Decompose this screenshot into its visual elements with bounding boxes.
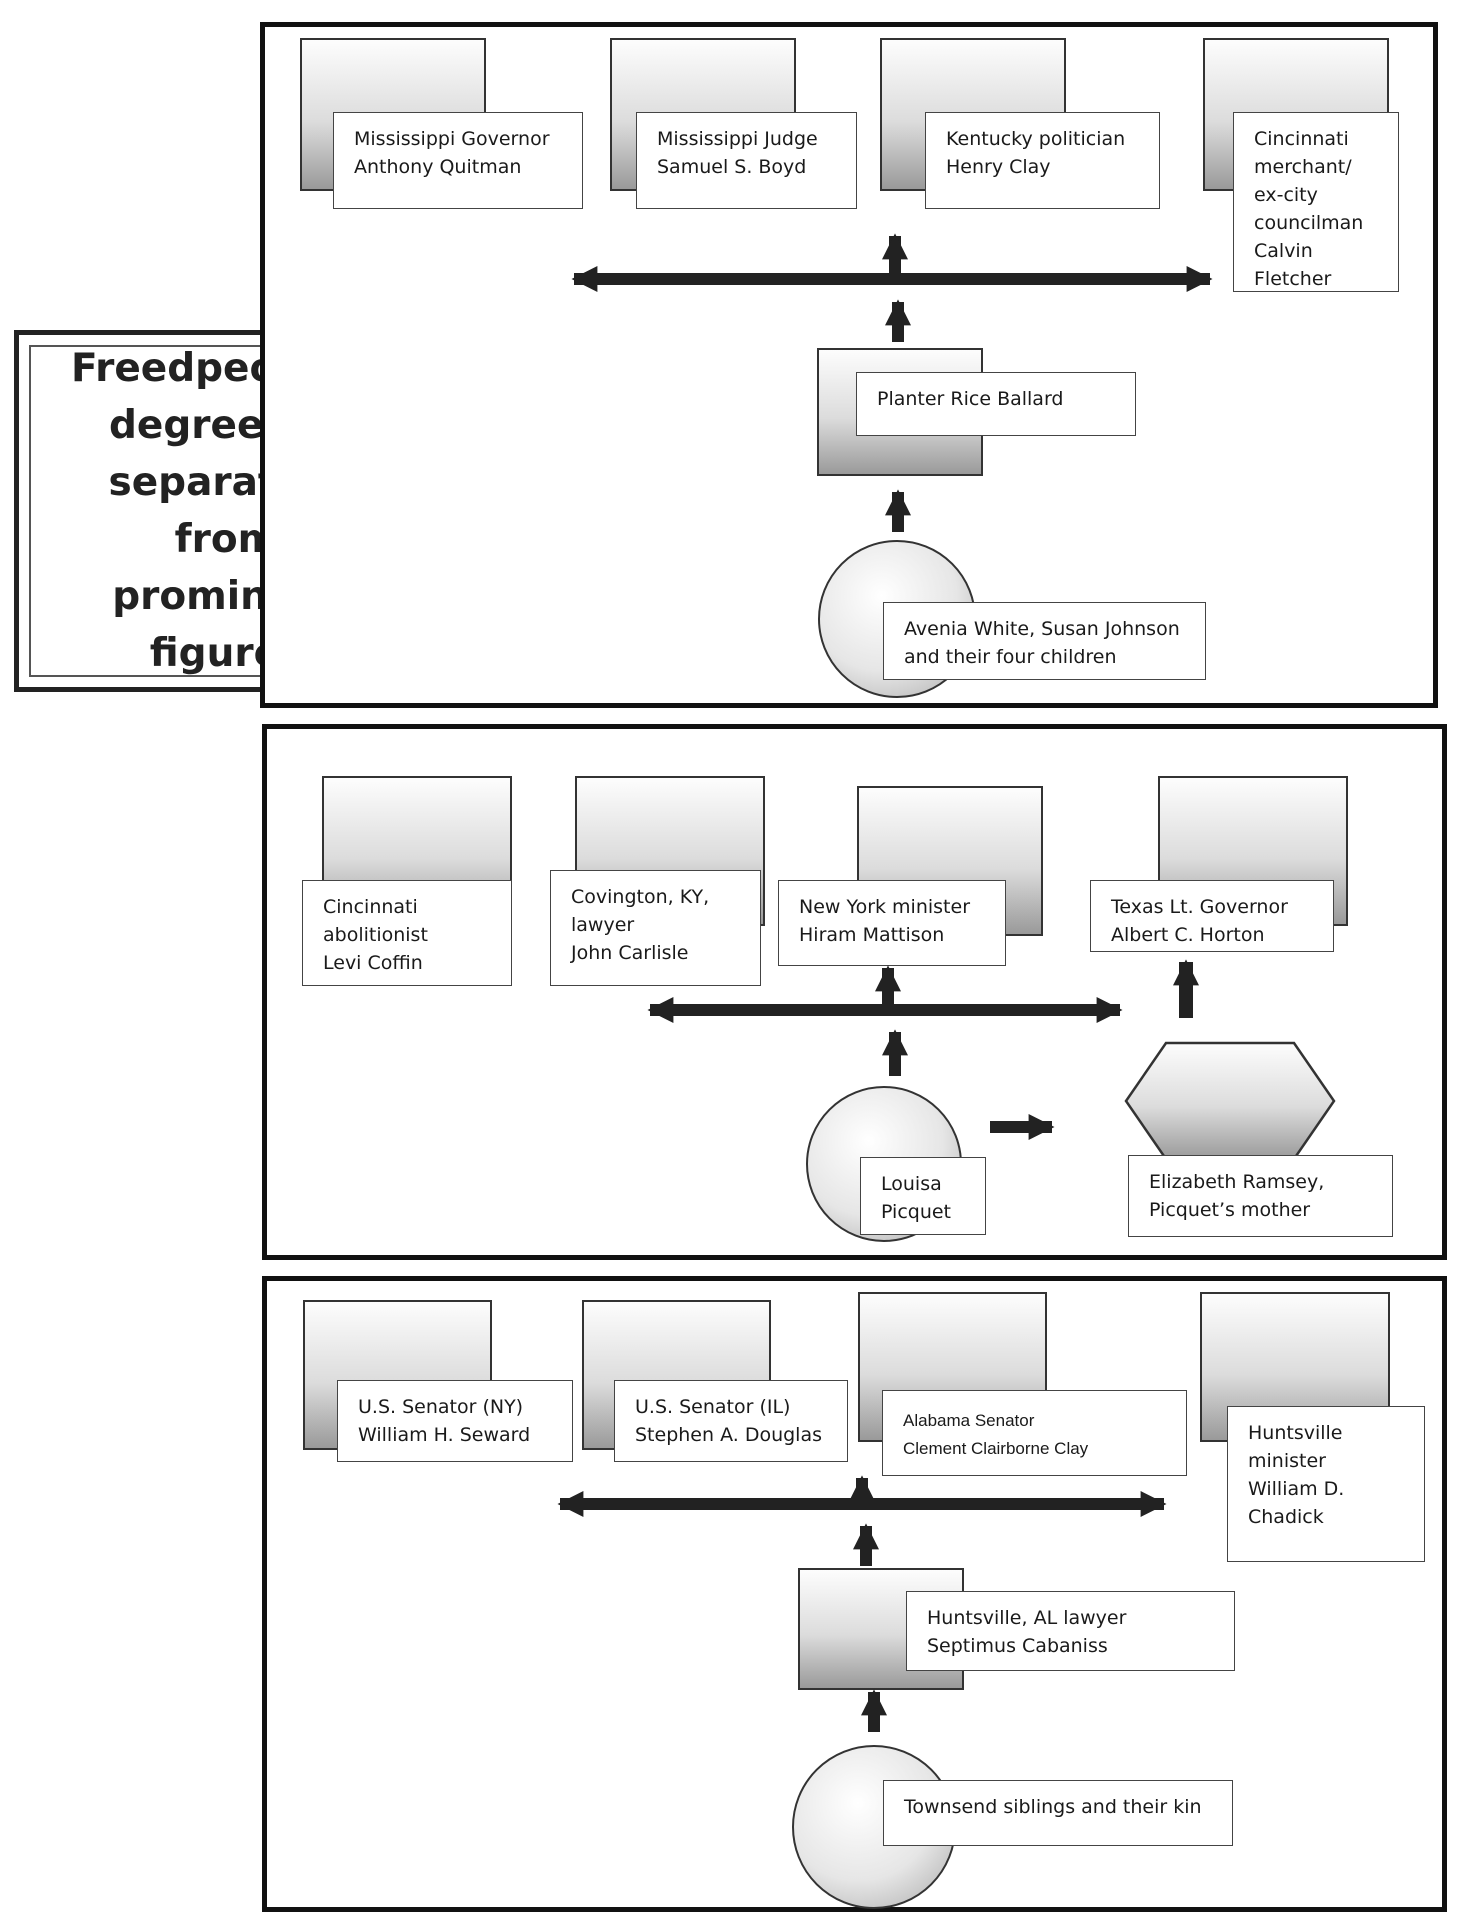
node-label-picquet: Louisa Picquet [860,1157,986,1235]
node-label-douglas: U.S. Senator (IL) Stephen A. Douglas [614,1380,848,1462]
node-label-white-johnson: Avenia White, Susan Johnson and their fo… [883,602,1206,680]
node-label-mattison: New York minister Hiram Mattison [778,880,1006,966]
node-label-boyd: Mississippi Judge Samuel S. Boyd [636,112,857,209]
node-label-ramsey: Elizabeth Ramsey, Picquet’s mother [1128,1155,1393,1237]
node-label-carlisle: Covington, KY, lawyer John Carlisle [550,870,761,986]
node-label-quitman: Mississippi Governor Anthony Quitman [333,112,583,209]
node-label-seward: U.S. Senator (NY) William H. Seward [337,1380,573,1462]
node-label-chadick: Huntsville minister William D. Chadick [1227,1406,1425,1562]
node-label-cabaniss: Huntsville, AL lawyer Septimus Cabaniss [906,1591,1235,1671]
node-label-clay: Kentucky politician Henry Clay [925,112,1160,209]
node-label-horton: Texas Lt. Governor Albert C. Horton [1090,880,1334,952]
node-label-townsend: Townsend siblings and their kin [883,1780,1233,1846]
node-label-coffin: Cincinnati abolitionist Levi Coffin [302,880,512,986]
node-label-ballard: Planter Rice Ballard [856,372,1136,436]
node-shape-ramsey [1124,1041,1336,1161]
node-label-fletcher: Cincinnati merchant/ ex-city councilman … [1233,112,1399,292]
node-label-cc-clay: Alabama Senator Clement Clairborne Clay [882,1390,1187,1476]
